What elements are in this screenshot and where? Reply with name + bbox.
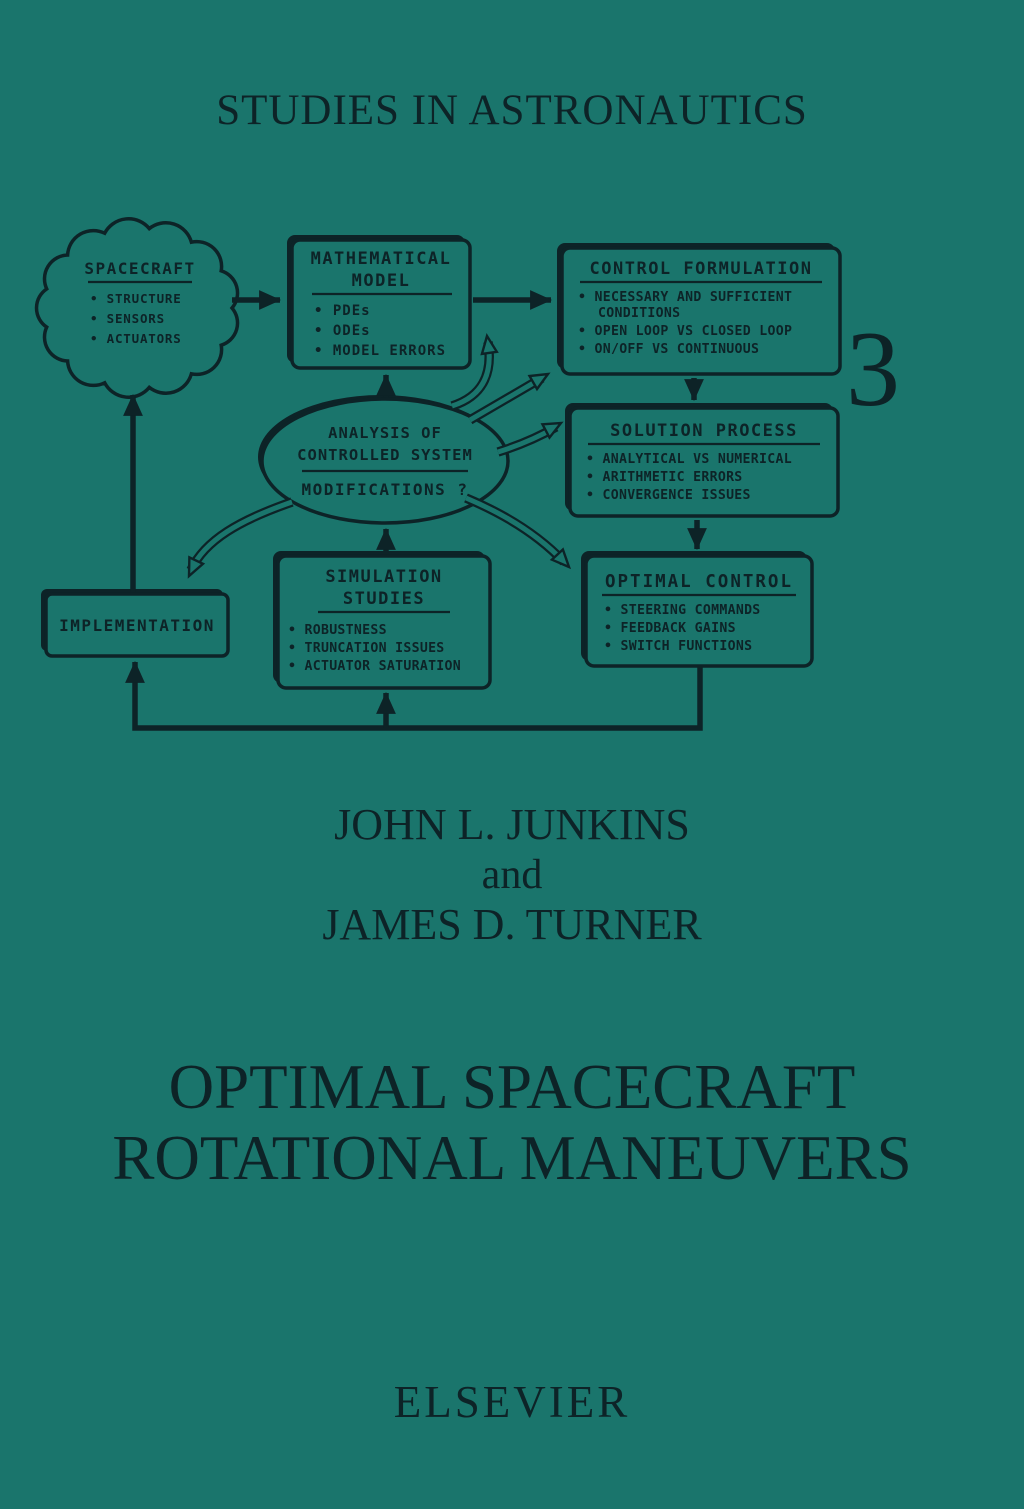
control-formulation-item: • OPEN LOOP VS CLOSED LOOP [578, 324, 792, 339]
control-formulation-item: • NECESSARY AND SUFFICIENT [578, 290, 792, 305]
simulation-studies-item: • ACTUATOR SATURATION [288, 659, 461, 674]
flowchart-diagram: SPACECRAFT • STRUCTURE • SENSORS • ACTUA… [34, 217, 842, 731]
solution-process-item: • ARITHMETIC ERRORS [586, 470, 743, 485]
book-title-line-2: ROTATIONAL MANEUVERS [112, 1123, 912, 1193]
analysis-line: CONTROLLED SYSTEM [297, 446, 473, 464]
hollow-arrow-analysis-to-optimal [464, 493, 572, 570]
optimal-control-item: • FEEDBACK GAINS [604, 621, 736, 636]
spacecraft-item: • STRUCTURE [90, 291, 182, 306]
publisher-name: ELSEVIER [393, 1377, 631, 1427]
box-outline [276, 554, 492, 690]
book-title: OPTIMAL SPACECRAFT ROTATIONAL MANEUVERS [0, 1052, 1024, 1194]
box-outline [560, 246, 842, 376]
analysis-line: ANALYSIS OF [328, 424, 442, 442]
book-title-line-1: OPTIMAL SPACECRAFT [168, 1052, 856, 1122]
hollow-arrow-analysis-to-model [450, 333, 499, 411]
simulation-studies-title: SIMULATION [325, 567, 442, 587]
solution-process-item: • ANALYTICAL VS NUMERICAL [586, 452, 792, 467]
simulation-studies-item: • TRUNCATION ISSUES [288, 641, 445, 656]
mathematical-model-item: • PDEs [314, 303, 371, 319]
spacecraft-title: SPACECRAFT [84, 259, 195, 278]
optimal-control-item: • SWITCH FUNCTIONS [604, 639, 752, 654]
ellipse-outline [260, 397, 510, 525]
control-formulation-item: • ON/OFF VS CONTINUOUS [578, 342, 759, 357]
optimal-control-item: • STEERING COMMANDS [604, 603, 761, 618]
optimal-control-title: OPTIMAL CONTROL [605, 572, 793, 592]
simulation-studies-item: • ROBUSTNESS [288, 623, 387, 638]
simulation-studies-title: STUDIES [343, 589, 425, 609]
mathematical-model-item: • MODEL ERRORS [314, 343, 446, 359]
control-formulation-box: CONTROL FORMULATION • NECESSARY AND SUFF… [557, 243, 842, 376]
author-separator: and [481, 852, 543, 898]
spacecraft-item: • SENSORS [90, 311, 165, 326]
spacecraft-item: • ACTUATORS [90, 331, 182, 346]
author-2: JAMES D. TURNER [322, 900, 702, 949]
authors-block: JOHN L. JUNKINS and JAMES D. TURNER [0, 800, 1024, 950]
analysis-ellipse: ANALYSIS OF CONTROLLED SYSTEM MODIFICATI… [258, 395, 510, 525]
solution-process-item: • CONVERGENCE ISSUES [586, 488, 751, 503]
optimal-control-box: OPTIMAL CONTROL • STEERING COMMANDS • FE… [581, 551, 814, 668]
volume-number: 3 [846, 310, 900, 429]
mathematical-model-box: MATHEMATICAL MODEL • PDEs • ODEs • MODEL… [287, 235, 472, 370]
series-title: STUDIES IN ASTRONAUTICS [216, 87, 808, 134]
control-formulation-item: CONDITIONS [598, 306, 680, 321]
implementation-box: IMPLEMENTATION [41, 589, 230, 658]
simulation-studies-box: SIMULATION STUDIES • ROBUSTNESS • TRUNCA… [273, 551, 492, 690]
mathematical-model-title: MODEL [352, 271, 411, 291]
box-outline [584, 554, 814, 668]
hollow-arrow-analysis-to-implementation [186, 497, 294, 579]
box-outline [568, 406, 840, 518]
mathematical-model-item: • ODEs [314, 323, 371, 339]
spacecraft-cloud: SPACECRAFT • STRUCTURE • SENSORS • ACTUA… [34, 217, 240, 399]
box-outline [290, 238, 472, 370]
implementation-title: IMPLEMENTATION [59, 616, 215, 635]
box-outline [44, 592, 230, 658]
analysis-line: MODIFICATIONS ? [302, 480, 469, 499]
arrow-feedback-to-implementation [125, 660, 703, 731]
cloud-shape [34, 217, 240, 399]
solution-process-title: SOLUTION PROCESS [610, 421, 798, 441]
hollow-arrow-analysis-to-solution [496, 421, 564, 457]
hollow-arrow-analysis-to-control [467, 372, 551, 425]
mathematical-model-title: MATHEMATICAL [311, 249, 452, 269]
author-1: JOHN L. JUNKINS [334, 800, 690, 849]
solution-process-box: SOLUTION PROCESS • ANALYTICAL VS NUMERIC… [565, 403, 840, 518]
control-formulation-title: CONTROL FORMULATION [590, 259, 813, 279]
